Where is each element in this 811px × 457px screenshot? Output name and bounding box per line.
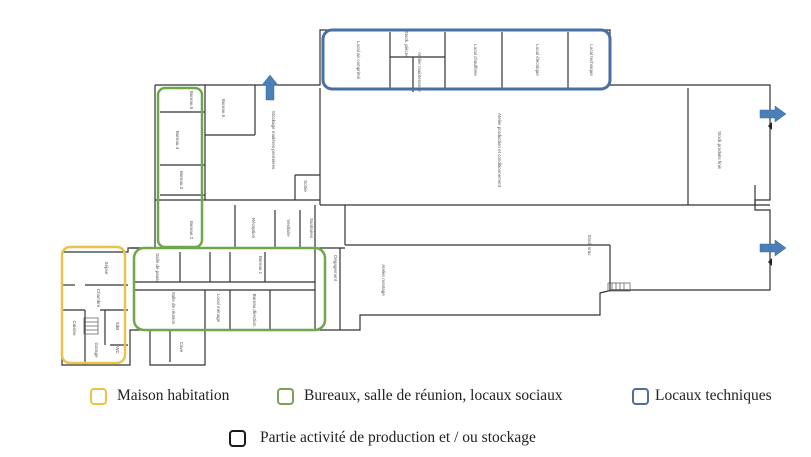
room-label: Garage <box>94 342 99 358</box>
legend-swatch-green <box>277 387 294 405</box>
legend-label: Partie activité de production et / ou st… <box>260 429 536 446</box>
room-label: Stock vrac <box>587 234 592 256</box>
room-label: Dégagement <box>333 255 338 282</box>
room-label: Bureau 5 <box>189 91 194 110</box>
zone-locaux-techniques <box>321 28 612 91</box>
room-label: Sortie <box>303 180 308 192</box>
room-label: Bureau 1 <box>258 256 263 275</box>
room-label: Local électrique <box>535 44 540 76</box>
legend-item-locaux-techniques: Locaux techniques <box>632 387 772 405</box>
room-label: Vestiaire <box>286 219 291 237</box>
room-label: Cuisine <box>72 320 77 336</box>
legend-item-maison: Maison habitation <box>90 387 229 405</box>
floor-plan: Local air comprimé Stock. pièces Atelier… <box>60 28 787 366</box>
room-label: SdB <box>115 322 120 331</box>
room-label: Bureau direction <box>252 294 257 327</box>
zone-maison-habitation <box>60 245 127 365</box>
room-label: Salle de pause <box>155 253 160 283</box>
legend-label: Maison habitation <box>117 387 230 404</box>
legend-label: Locaux techniques <box>655 387 772 404</box>
door-marker-icon <box>768 258 772 266</box>
legend-item-bureaux: Bureaux, salle de réunion, locaux sociau… <box>277 387 563 405</box>
room-label: Local air comprimé <box>356 41 361 80</box>
room-label: Sanitaires <box>309 218 314 239</box>
room-label: Atelier montage <box>381 264 386 296</box>
room-label: Cave <box>179 342 184 353</box>
zone-bureaux-sud <box>132 246 327 332</box>
building-outline <box>61 29 771 366</box>
room-label: Bureau 4 <box>175 131 180 150</box>
room-label: Local chaufferie <box>473 44 478 76</box>
room-label: Stockage matières premières <box>271 111 276 170</box>
exit-arrow-east-1-icon <box>759 105 787 123</box>
legend-item-production: Partie activité de production et / ou st… <box>229 429 536 447</box>
room-label: Réception <box>251 218 256 239</box>
room-label: Atelier maintenance <box>417 52 422 92</box>
room-label: Bureau 6 <box>221 99 226 118</box>
exit-arrow-east-2-icon <box>759 239 787 257</box>
legend-swatch-black <box>229 429 246 447</box>
room-label: WC <box>115 346 120 354</box>
legend-label: Bureaux, salle de réunion, locaux sociau… <box>304 387 563 404</box>
room-label: Stock produits finis <box>717 131 722 170</box>
exit-arrow-north-icon <box>261 74 279 101</box>
room-label: Séjour <box>104 261 109 275</box>
room-label: Local technique <box>589 44 594 76</box>
legend-swatch-blue <box>632 387 649 405</box>
room-label: Local ménage <box>216 294 221 323</box>
room-label: Atelier production et conditionnement <box>497 113 502 188</box>
room-label: Bureau 3 <box>179 171 184 190</box>
door-marker-icon <box>768 122 772 130</box>
room-label: Salle de réunion <box>171 292 176 325</box>
legend-swatch-yellow <box>90 387 107 405</box>
room-label: Chambre <box>96 289 101 308</box>
room-label: Stock. pièces <box>404 31 409 59</box>
room-label: Bureau 2 <box>189 221 194 240</box>
